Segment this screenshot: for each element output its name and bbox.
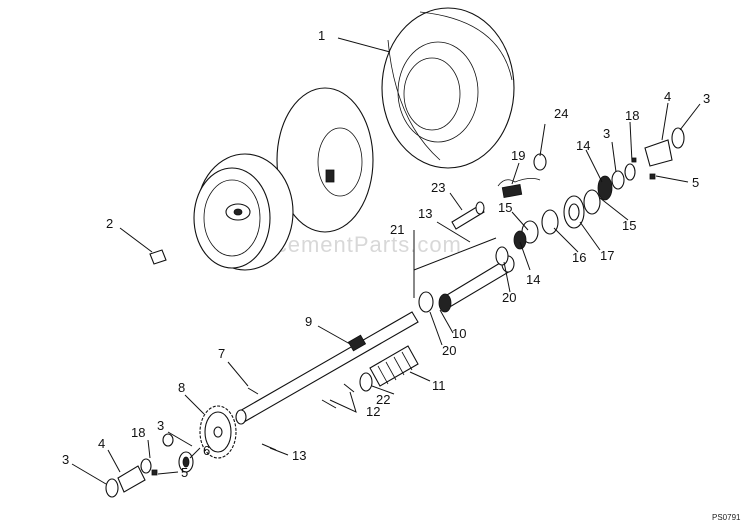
callout-13-lower: 13 [292,448,306,463]
callout-20-lower: 20 [442,343,456,358]
callout-17: 17 [600,248,614,263]
pin-part [451,201,485,230]
spring-part [369,345,419,387]
callout-15-right: 15 [622,218,636,233]
callout-12: 12 [366,404,380,419]
callout-24: 24 [554,106,568,121]
key-12-part [321,383,355,409]
callout-5-lower: 5 [181,465,188,480]
washer-22-part [359,372,373,392]
axle-tube-part [438,255,515,313]
callout-19: 19 [511,148,525,163]
callout-2: 2 [106,216,113,231]
inner-tube-part [276,87,374,233]
callout-6: 6 [203,443,210,458]
callout-13-upper: 13 [418,206,432,221]
callout-7: 7 [218,346,225,361]
callout-20-upper: 20 [502,290,516,305]
right-hub-assembly [513,127,685,250]
wheel-rim-part [193,153,294,271]
callout-5-upper: 5 [692,175,699,190]
left-hub-assembly [105,433,174,498]
callout-21: 21 [390,222,404,237]
callout-18-lower: 18 [131,425,145,440]
callout-3-lower-mid: 3 [157,418,164,433]
callout-10: 10 [452,326,466,341]
callout-11: 11 [432,378,446,393]
callout-22: 22 [376,392,390,407]
callout-15-left: 15 [498,200,512,215]
leader-lines [71,37,701,485]
callout-23: 23 [431,180,445,195]
callout-14-lower: 14 [526,272,540,287]
callout-9: 9 [305,314,312,329]
callout-1: 1 [318,28,325,43]
callout-4-upper: 4 [664,89,671,104]
callout-4-lower: 4 [98,436,105,451]
pin-7-part [247,387,259,395]
washer-24-part [533,153,547,171]
gear-part [199,405,237,459]
callout-3-upper-mid: 3 [603,126,610,141]
callout-18-upper: 18 [625,108,639,123]
callout-16: 16 [572,250,586,265]
spring-clip-part [497,178,541,198]
callout-14-upper: 14 [576,138,590,153]
bearing-part [178,451,194,473]
tire-part [381,7,515,169]
callout-8: 8 [178,380,185,395]
bushing-20-part [418,246,509,313]
callout-3-lower-left: 3 [62,452,69,467]
callout-labels: 1 2 24 19 23 21 13 15 14 20 10 20 16 17 … [62,28,710,480]
axle-shaft-part [235,311,419,425]
key-part [149,249,167,265]
callout-3-upper-right: 3 [703,91,710,106]
drawing-code: PS0791 [712,513,741,522]
